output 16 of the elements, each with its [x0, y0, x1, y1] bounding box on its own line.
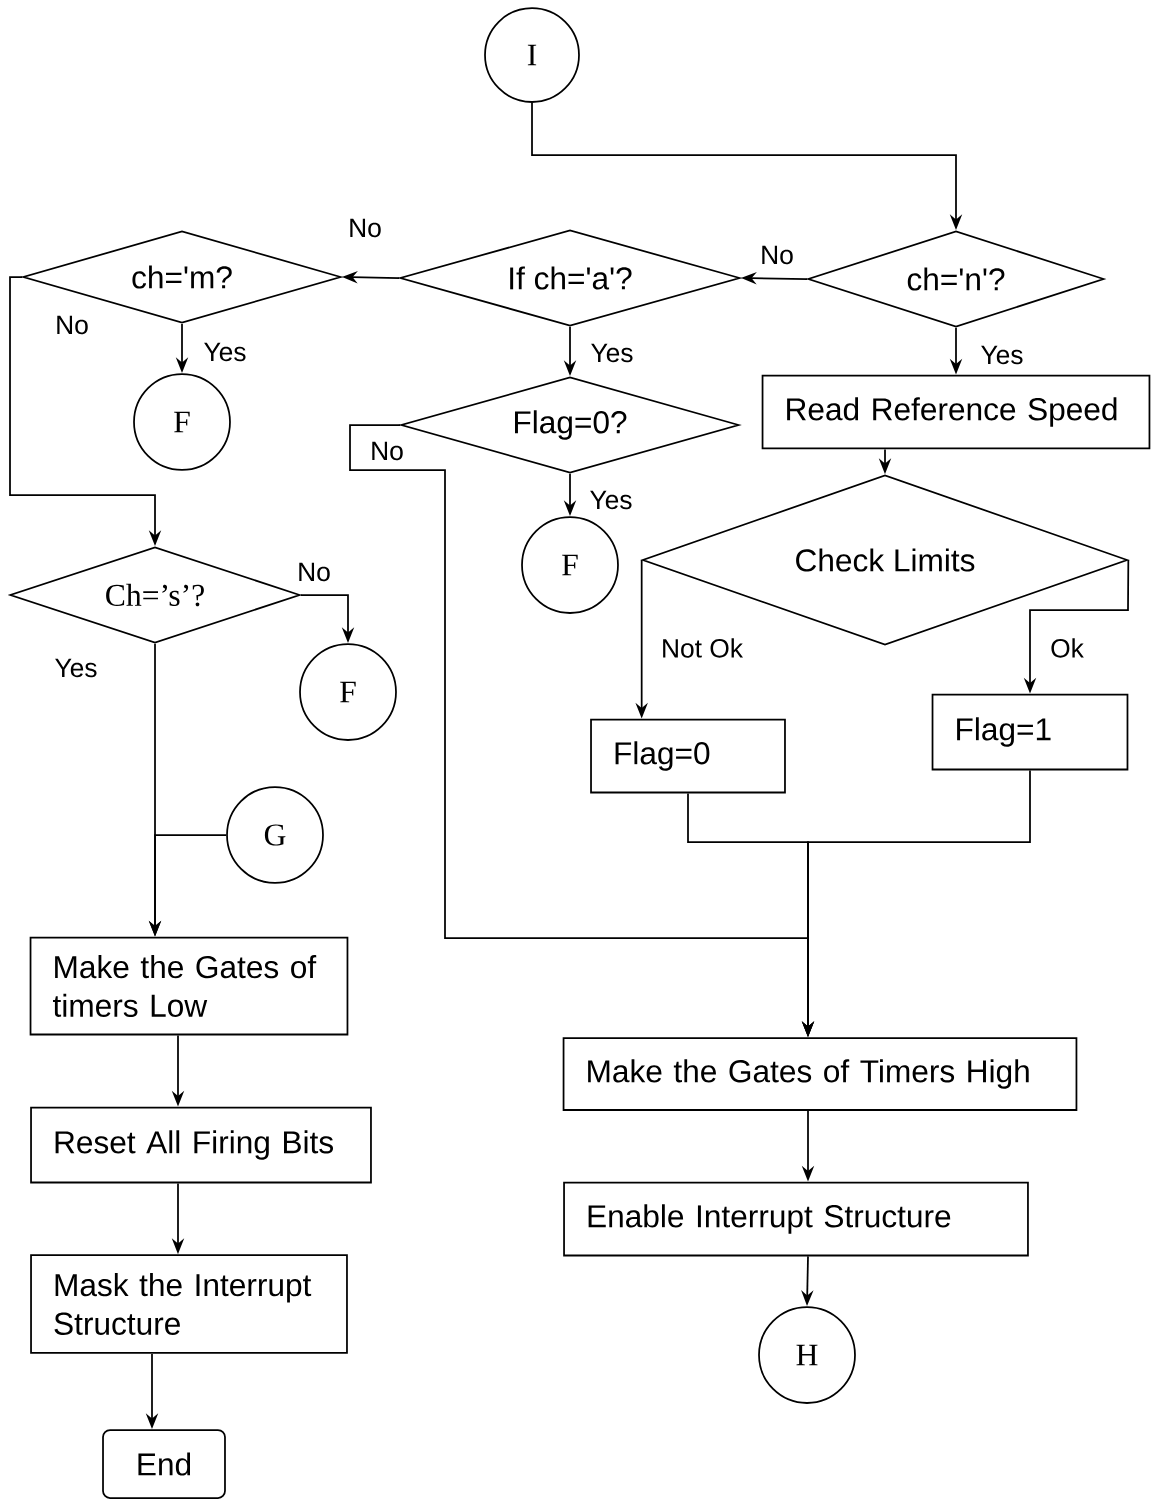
process-box: Make the Gates of Timers High — [562, 1037, 1078, 1111]
edge-label: No — [758, 244, 796, 266]
process-box: Mask the Interrupt Structure — [30, 1254, 348, 1354]
process-box: Read Reference Speed — [761, 374, 1151, 450]
process-box: Reset All Firing Bits — [30, 1106, 372, 1184]
process-box: Flag=0 — [590, 718, 786, 794]
edge-label: Yes — [587, 489, 635, 511]
process-box: Enable Interrupt Structure — [563, 1181, 1029, 1257]
edge-label: Yes — [52, 657, 100, 679]
edge-label: No — [346, 217, 384, 239]
terminal-box: End — [102, 1429, 226, 1499]
process-box: Make the Gates of timers Low — [29, 936, 349, 1036]
process-box: Flag=1 — [931, 693, 1129, 771]
edge-label: Yes — [201, 341, 249, 363]
edge-label: Yes — [978, 344, 1026, 366]
edge-label: Yes — [588, 342, 636, 364]
